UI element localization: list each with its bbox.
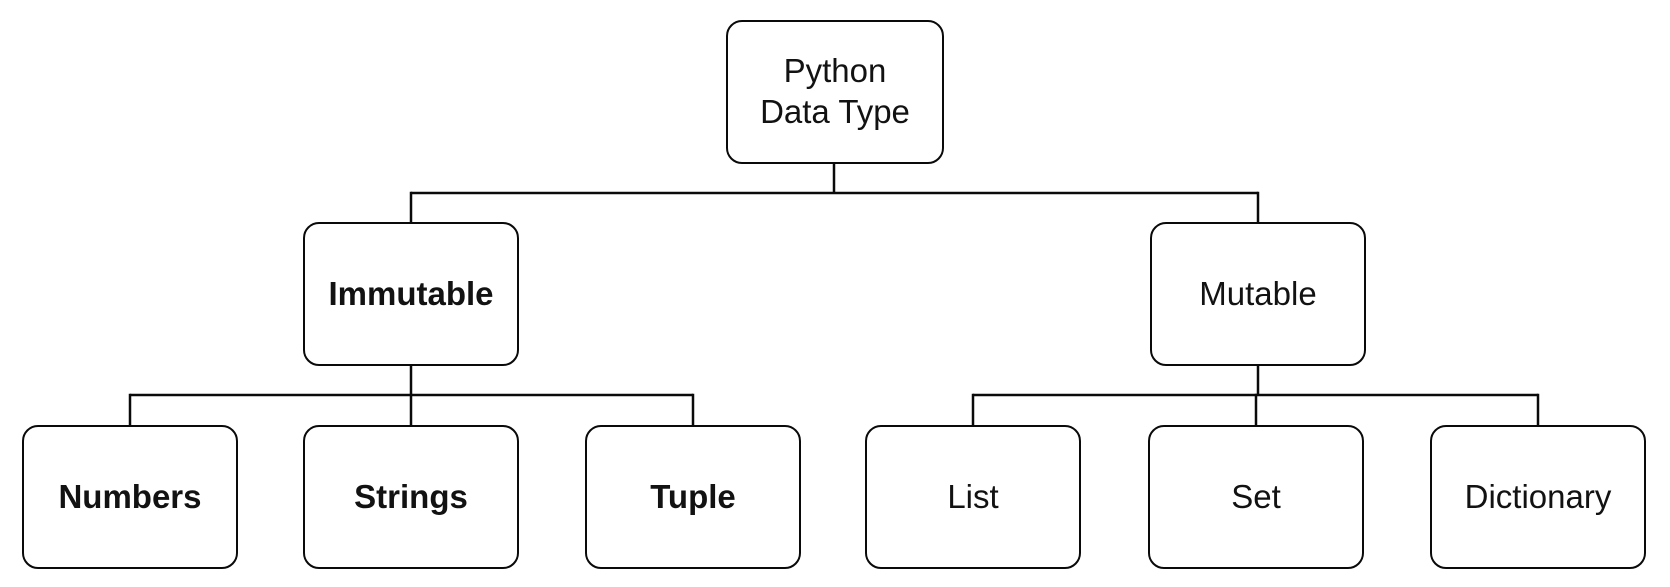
node-label: Mutable <box>1199 274 1317 312</box>
node-label: List <box>947 477 999 515</box>
node-tuple: Tuple <box>585 425 801 569</box>
node-dictionary: Dictionary <box>1430 425 1646 569</box>
node-label: Set <box>1231 477 1281 515</box>
node-label: Immutable <box>328 274 494 312</box>
node-python-data-type: Python Data Type <box>726 20 944 164</box>
node-strings: Strings <box>303 425 519 569</box>
node-label: Dictionary <box>1464 477 1612 515</box>
node-label: Strings <box>354 477 468 515</box>
node-label: Python Data Type <box>760 52 910 130</box>
node-mutable: Mutable <box>1150 222 1366 366</box>
node-immutable: Immutable <box>303 222 519 366</box>
node-label: Tuple <box>650 477 736 515</box>
node-list: List <box>865 425 1081 569</box>
node-set: Set <box>1148 425 1364 569</box>
node-numbers: Numbers <box>22 425 238 569</box>
node-label: Numbers <box>58 477 202 515</box>
